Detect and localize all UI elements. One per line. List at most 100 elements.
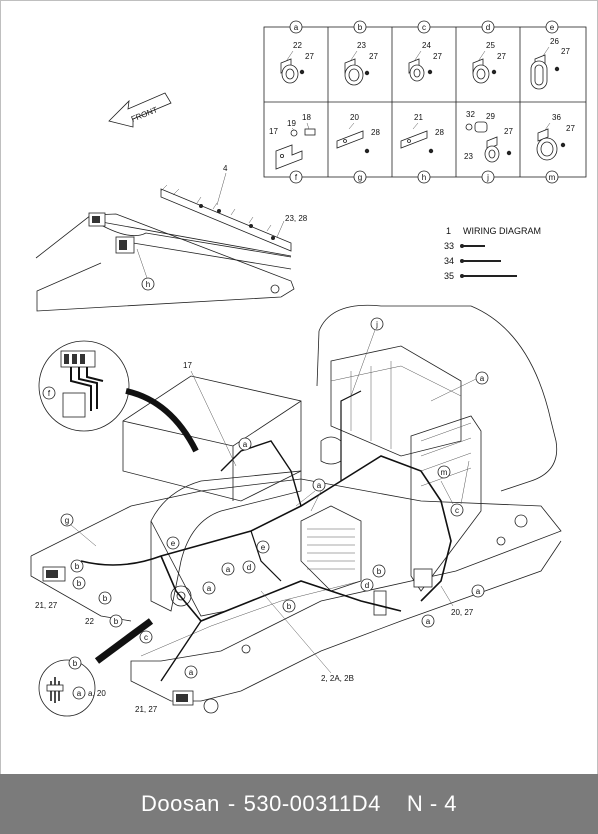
svg-text:21: 21: [414, 113, 423, 122]
svg-text:a: a: [189, 668, 194, 677]
front-arrow: FRONT: [108, 92, 172, 128]
wiring-diagram: a 22 27 b 23 27: [30, 20, 587, 717]
callout-20-27: 20, 27: [451, 608, 474, 617]
svg-text:19: 19: [287, 119, 296, 128]
callout-22: 22: [85, 617, 94, 626]
svg-text:b: b: [103, 594, 108, 603]
callout-j: j: [375, 320, 378, 329]
legend-item-1-number: 1: [446, 226, 451, 236]
bracket-20-drawing: [336, 122, 370, 154]
footer-page: N - 4: [406, 791, 458, 816]
callout-a-20: a, 20: [88, 689, 106, 698]
callout-b: b: [73, 659, 78, 668]
svg-text:h: h: [422, 173, 426, 182]
svg-text:c: c: [144, 633, 148, 642]
svg-text:j: j: [486, 173, 489, 182]
svg-text:a: a: [317, 481, 322, 490]
clip-36-drawing: [536, 122, 566, 161]
clip-22-drawing: [280, 50, 305, 84]
callout-21-27: 21, 27: [35, 601, 58, 610]
part-number: 22: [293, 41, 302, 50]
clip-cell-h: h 21 28: [400, 113, 444, 184]
callout-d: d: [247, 563, 251, 572]
svg-text:a: a: [226, 565, 231, 574]
harness: [80, 390, 452, 682]
callout-h: h: [146, 280, 150, 289]
clip-cell-j: j 32 29 27 23: [464, 110, 513, 184]
clip-cell-g: g 20 28: [336, 113, 380, 184]
item-23-28-label: 23, 28: [285, 214, 308, 223]
legend-item-1-text: WIRING DIAGRAM: [463, 226, 541, 236]
callout-m: m: [441, 468, 448, 477]
deck-lamp-left: [42, 566, 66, 582]
svg-text:27: 27: [566, 124, 575, 133]
svg-text:20: 20: [350, 113, 359, 122]
clip-23-drawing: [344, 50, 370, 86]
bracket-17-drawing: [275, 122, 316, 170]
svg-text:18: 18: [302, 113, 311, 122]
clip-cell-m: m 36 27: [536, 113, 575, 184]
svg-text:27: 27: [561, 47, 570, 56]
svg-text:f: f: [295, 173, 298, 182]
svg-text:d: d: [486, 23, 490, 32]
legend-item-34: 34: [444, 256, 454, 266]
svg-text:27: 27: [433, 52, 442, 61]
item-4-label: 4: [223, 164, 228, 173]
callout-e: e: [261, 543, 266, 552]
svg-text:21, 27: 21, 27: [135, 705, 158, 714]
svg-text:26: 26: [550, 37, 559, 46]
svg-text:b: b: [287, 602, 292, 611]
svg-text:m: m: [549, 173, 556, 182]
footer-bar: Doosan - 530-00311D4 N - 4: [0, 774, 598, 834]
svg-text:28: 28: [435, 128, 444, 137]
svg-text:29: 29: [486, 112, 495, 121]
clip-letter: a: [294, 23, 299, 32]
footer-separator: -: [227, 791, 236, 816]
svg-text:a: a: [480, 374, 485, 383]
boom-assembly: 4 23, 28 h: [35, 164, 308, 312]
detail-f: f: [38, 340, 199, 453]
detail-b-a20: b a a, 20: [38, 618, 154, 717]
callout-f: f: [48, 389, 51, 398]
svg-text:a: a: [476, 587, 481, 596]
deck-lamp-rear: [172, 690, 194, 706]
clip-cell-c: c 24 27: [408, 20, 442, 82]
svg-text:25: 25: [486, 41, 495, 50]
clip-cell-b: b 23 27: [344, 20, 378, 86]
clip-cell-a: a 22 27: [280, 20, 314, 84]
svg-text:b: b: [358, 23, 363, 32]
footer-brand: Doosan: [140, 791, 220, 816]
legend-item-35: 35: [444, 271, 454, 281]
legend: 1 WIRING DIAGRAM 33 34 35: [444, 226, 541, 281]
svg-text:a: a: [243, 440, 248, 449]
clip-cell-f: f 17 19 18: [269, 113, 316, 184]
svg-text:a: a: [426, 617, 431, 626]
svg-text:c: c: [422, 23, 426, 32]
svg-text:17: 17: [269, 127, 278, 136]
svg-text:c: c: [455, 506, 459, 515]
clip-cell-d: d 25 27: [472, 20, 506, 84]
legend-item-33: 33: [444, 241, 454, 251]
callout-17: 17: [183, 361, 192, 370]
work-lamp-left: [88, 212, 106, 227]
svg-text:b: b: [75, 562, 80, 571]
svg-text:e: e: [171, 539, 176, 548]
svg-text:36: 36: [552, 113, 561, 122]
svg-text:a: a: [77, 689, 82, 698]
svg-text:a: a: [207, 584, 212, 593]
svg-text:28: 28: [371, 128, 380, 137]
svg-text:27: 27: [497, 52, 506, 61]
svg-text:27: 27: [504, 127, 513, 136]
clip-26-drawing: [530, 46, 560, 90]
callout-g: g: [65, 516, 69, 525]
svg-text:b: b: [77, 579, 82, 588]
svg-text:b: b: [114, 617, 119, 626]
svg-text:32: 32: [466, 110, 475, 119]
svg-text:23: 23: [357, 41, 366, 50]
svg-text:g: g: [358, 173, 362, 182]
work-lamp-boom: [115, 236, 135, 254]
svg-text:23: 23: [464, 152, 473, 161]
svg-text:b: b: [377, 567, 382, 576]
clip-24-drawing: [408, 50, 433, 82]
